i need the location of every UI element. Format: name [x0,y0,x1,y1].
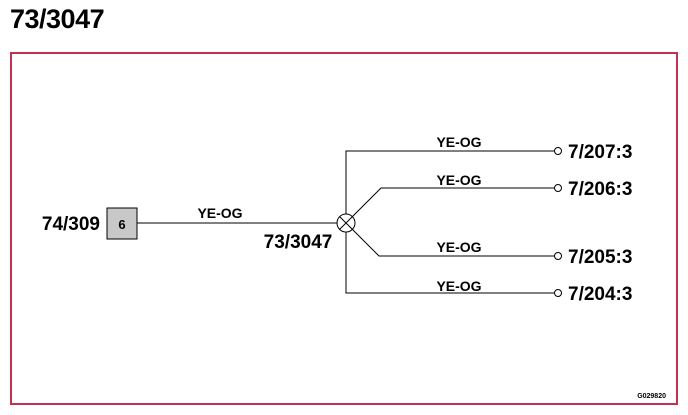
source-connector-box[interactable] [106,207,138,240]
wire-branch-1[interactable] [345,150,554,214]
source-pin-label: 6 [118,217,125,232]
wire-branch-4[interactable] [345,232,554,294]
terminal-2-label: 7/206:3 [568,179,632,200]
wire-main-label: YE-OG [197,205,242,221]
wire-branch-3[interactable] [351,228,554,257]
wire-branch-3-label: YE-OG [436,239,481,255]
wire-branch-4-label: YE-OG [436,278,481,294]
terminal-3-label: 7/205:3 [568,247,632,268]
page-title: 73/3047 [10,4,105,34]
diagram-frame [10,52,678,405]
splice-label: 73/3047 [264,232,333,253]
terminal-4-icon[interactable] [554,289,562,297]
terminal-4-label: 7/204:3 [568,284,632,305]
wire-branch-2-label: YE-OG [436,172,481,188]
wire-branch-1-label: YE-OG [436,134,481,150]
terminal-2-icon[interactable] [554,184,562,192]
terminal-1-icon[interactable] [554,147,562,155]
terminal-1-label: 7/207:3 [568,142,632,163]
terminal-3-icon[interactable] [554,252,562,260]
wire-branch-2[interactable] [351,187,554,218]
reference-code: G029820 [637,393,666,400]
source-connector-label: 74/309 [42,214,100,235]
